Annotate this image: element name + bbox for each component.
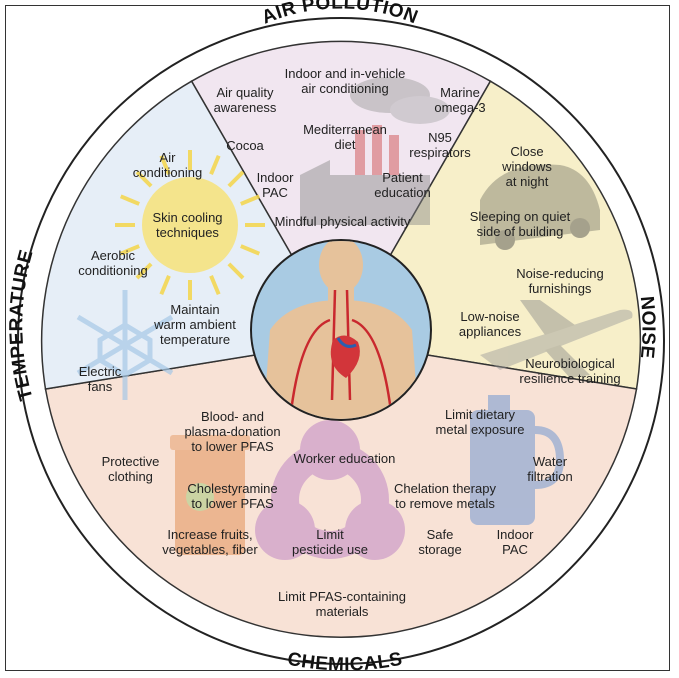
factory-icon [300,77,450,225]
label-low-noise-appliances: Low-noise appliances [458,309,522,339]
label-mindful-physical-activity: Mindful physical activity [274,214,411,229]
label-maintain-warm-ambient: Maintain warm ambient temperature [154,302,236,347]
label-increase-fruits: Increase fruits, vegetables, fiber [162,527,258,557]
sun-ray [135,170,153,188]
label-limit-pesticide: Limit pesticide use [292,527,368,557]
label-aerobic-conditioning: Aerobic conditioning [78,248,148,278]
label-cocoa: Cocoa [226,138,264,153]
sun-ray [209,154,221,175]
sector-air-pollution [190,40,492,343]
sun-ray [135,262,153,280]
label-air-conditioning: Air conditioning [132,150,203,180]
label-water-filtration: Water filtration [527,454,573,484]
sun-ray [119,194,140,206]
sun-ray [240,194,261,206]
label-safe-storage: Safe storage [418,527,462,557]
jar-icon [170,435,250,555]
water-jug-icon [470,395,565,525]
label-patient-education: Patient education [374,170,431,200]
label-chelation-therapy: Chelation therapy to remove metals [394,481,496,511]
airplane-icon [480,300,633,378]
label-sleeping-quiet-side: Sleeping on quiet side of building [469,209,571,239]
label-indoor-pac-air: Indoor PAC [256,170,294,200]
label-air-quality-awareness: Air quality awareness [213,85,277,115]
human-heart-vessels-icon [262,241,420,419]
sun-ray [159,275,171,296]
label-limit-dietary-metal: Limit dietary metal exposure [435,407,525,437]
sun-ray [240,244,261,256]
label-electric-fans: Electric fans [78,364,122,394]
sun-ray [227,262,245,280]
sun-icon [115,150,265,300]
label-worker-education: Worker education [293,451,396,466]
label-cholestyramine: Cholestyramine to lower PFAS [187,481,278,511]
label-skin-cooling: Skin cooling techniques [152,210,223,240]
title-noise: NOISE [636,295,659,360]
label-indoor-vehicle-ac: Indoor and in-vehicle air conditioning [284,66,406,96]
label-noise-reducing-furnishings: Noise-reducing furnishings [516,266,604,296]
label-blood-plasma-donation: Blood- and plasma-donation to lower PFAS [184,409,281,454]
sun-ray [227,170,245,188]
label-n95-respirators: N95 respirators [409,130,471,160]
label-protective-clothing: Protective clothing [101,454,160,484]
sun-ray [119,244,140,256]
label-neurobiological-resilience: Neurobiological resilience training [519,356,621,386]
sun-ray [209,275,221,296]
biohazard-icon [255,420,405,560]
sun-ray [159,154,171,175]
label-indoor-pac-chem: Indoor PAC [496,527,534,557]
diagram-frame [5,5,670,671]
label-marine-omega-3: Marine omega-3 [434,85,486,115]
label-limit-pfas-materials: Limit PFAS-containing materials [278,589,406,619]
label-mediterranean-diet: Mediterranean diet [303,122,387,152]
snowflake-icon [76,290,174,400]
car-icon [480,164,600,250]
label-close-windows: Close windows at night [502,144,552,189]
